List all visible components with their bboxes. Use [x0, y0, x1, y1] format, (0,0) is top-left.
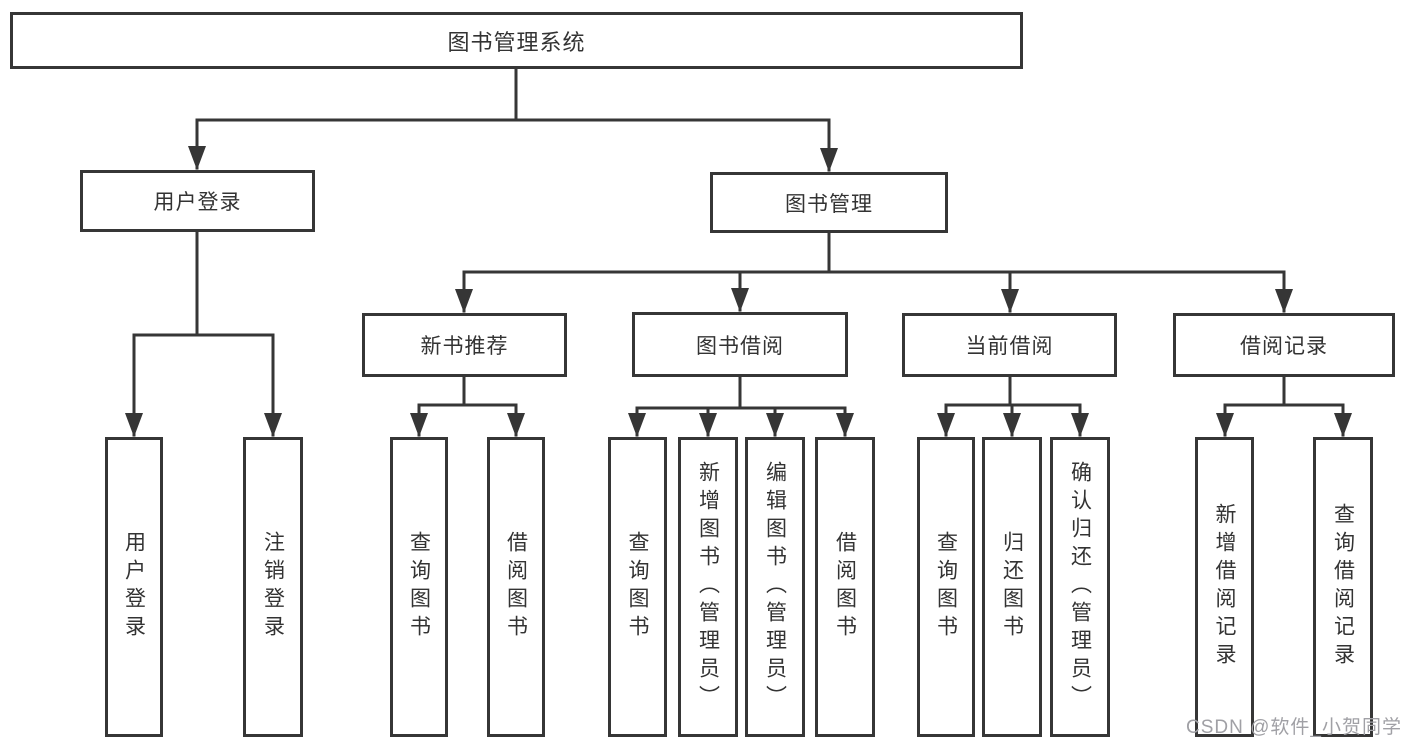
leaf-user-login: 用户登录: [105, 437, 163, 737]
arrowhead: [1001, 289, 1019, 313]
leaf-records-query-record: 查询借阅记录: [1313, 437, 1373, 737]
arrowhead: [1003, 413, 1021, 437]
arrowhead: [1216, 413, 1234, 437]
leaf-records-add-record: 新增借阅记录: [1195, 437, 1254, 737]
leaf-records-add-record-label: 新增借阅记录: [1213, 503, 1236, 671]
arrowhead: [264, 413, 282, 437]
connector-book-borrow-children: [635, 375, 847, 437]
leaf-logout: 注销登录: [243, 437, 303, 737]
connector-new-book-children: [417, 375, 518, 437]
node-borrow-records: 借阅记录: [1173, 313, 1395, 377]
arrowhead: [1071, 413, 1089, 437]
node-user-login: 用户登录: [80, 170, 315, 232]
leaf-borrow-query-books: 查询图书: [608, 437, 667, 737]
node-current-borrow-label: 当前借阅: [965, 335, 1054, 358]
connector-root-to-level2: [195, 66, 831, 172]
node-book-management-label: 图书管理: [785, 192, 873, 216]
arrowhead: [937, 413, 955, 437]
arrowhead: [628, 413, 646, 437]
arrowhead: [410, 413, 428, 437]
node-new-book-recommend-label: 新书推荐: [420, 335, 509, 358]
arrowhead: [766, 413, 784, 437]
node-book-management: 图书管理: [710, 172, 948, 233]
leaf-current-confirm-return-admin: 确认归还（管理员）: [1050, 437, 1110, 737]
node-root-label: 图书管理系统: [447, 29, 586, 55]
csdn-watermark: CSDN @软件_小贺同学: [1186, 717, 1402, 738]
node-user-login-label: 用户登录: [153, 191, 242, 214]
leaf-borrow-edit-books-admin-label: 编辑图书（管理员）: [763, 461, 787, 713]
leaf-current-return-books: 归还图书: [982, 437, 1042, 737]
node-current-borrow: 当前借阅: [902, 313, 1117, 377]
leaf-borrow-query-books-label: 查询图书: [626, 531, 649, 643]
arrowhead: [188, 146, 206, 170]
arrowhead: [1334, 413, 1352, 437]
leaf-newbook-borrow-books-label: 借阅图书: [504, 531, 528, 643]
leaf-current-query-books-label: 查询图书: [934, 531, 958, 643]
connector-paths: [132, 66, 1345, 437]
leaf-borrow-borrow-books-label: 借阅图书: [833, 531, 857, 643]
node-book-borrow: 图书借阅: [632, 312, 848, 377]
leaf-logout-label: 注销登录: [261, 531, 285, 643]
connector-records-children: [1223, 375, 1345, 437]
leaf-current-confirm-return-admin-label: 确认归还（管理员）: [1068, 461, 1092, 713]
connector-user-login-children: [132, 230, 275, 437]
node-new-book-recommend: 新书推荐: [362, 313, 567, 377]
arrowhead: [836, 413, 854, 437]
node-root: 图书管理系统: [10, 12, 1023, 69]
arrowhead: [1275, 289, 1293, 313]
leaf-current-query-books: 查询图书: [917, 437, 975, 737]
connector-current-children: [944, 375, 1082, 437]
arrowhead: [455, 289, 473, 313]
leaf-records-query-record-label: 查询借阅记录: [1331, 503, 1355, 671]
arrowhead: [507, 413, 525, 437]
leaf-borrow-edit-books-admin: 编辑图书（管理员）: [745, 437, 805, 737]
leaf-newbook-query-books: 查询图书: [390, 437, 448, 737]
arrowhead: [731, 288, 749, 312]
leaf-newbook-query-books-label: 查询图书: [407, 531, 431, 643]
leaf-current-return-books-label: 归还图书: [1000, 531, 1024, 643]
leaf-borrow-add-books-admin: 新增图书（管理员）: [678, 437, 738, 737]
node-book-borrow-label: 图书借阅: [696, 334, 784, 358]
leaf-borrow-add-books-admin-label: 新增图书（管理员）: [696, 461, 720, 713]
arrowhead: [820, 148, 838, 172]
leaf-user-login-label: 用户登录: [122, 531, 146, 643]
arrowhead: [125, 413, 143, 437]
leaf-borrow-borrow-books: 借阅图书: [815, 437, 875, 737]
leaf-newbook-borrow-books: 借阅图书: [487, 437, 545, 737]
connector-book-mgmt-children: [462, 231, 1286, 313]
arrowhead: [699, 413, 717, 437]
node-borrow-records-label: 借阅记录: [1240, 335, 1328, 358]
